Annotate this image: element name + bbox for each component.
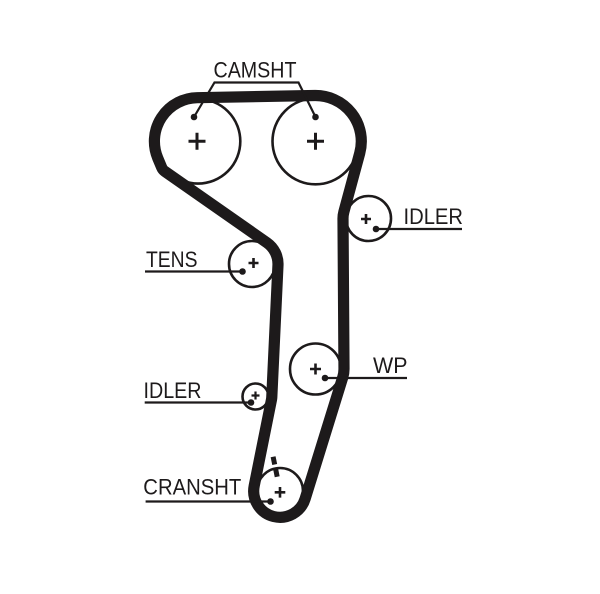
svg-text:TENS: TENS	[146, 247, 198, 272]
svg-text:WP: WP	[373, 353, 408, 378]
svg-text:IDLER: IDLER	[404, 204, 464, 229]
svg-text:IDLER: IDLER	[144, 378, 202, 403]
svg-text:CRANSHT: CRANSHT	[143, 474, 241, 499]
svg-text:CAMSHT: CAMSHT	[214, 57, 297, 82]
